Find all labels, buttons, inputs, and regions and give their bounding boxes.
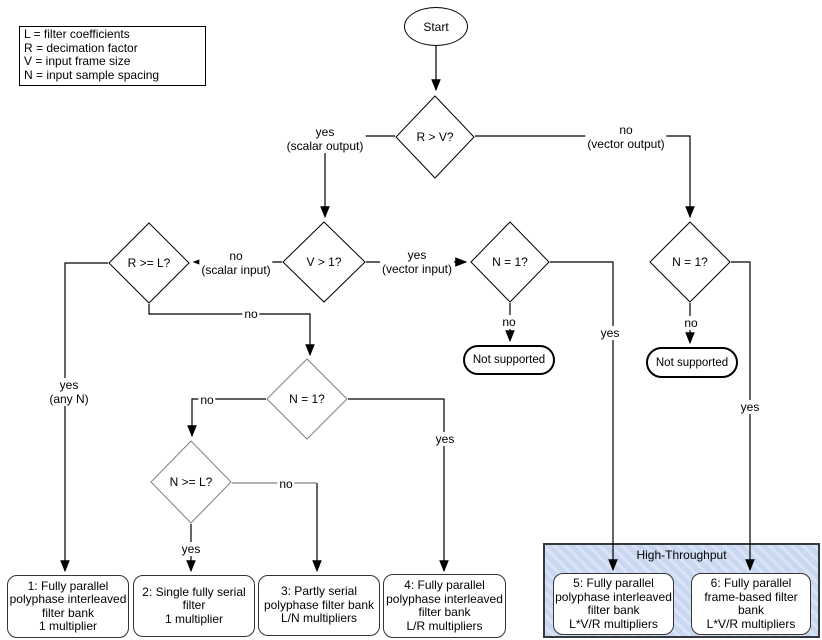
decision-v-gt-1: V > 1? (282, 221, 366, 303)
edge-n1mid-yes (550, 261, 618, 572)
diamond-shape (266, 358, 348, 440)
edge-label-n1right-no: no (682, 316, 700, 330)
edge-label-rv-no: no (vector output) (585, 123, 667, 151)
decision-n-gte-l-label: N >= L? (169, 475, 213, 489)
edge-rv-no (475, 135, 695, 219)
edge-label-nllow-no: no (277, 477, 295, 491)
edge-n1low-no (187, 398, 266, 438)
edge-label-rl-no: no (242, 307, 260, 321)
decision-r-gt-v: R > V? (395, 95, 475, 179)
edge-rl-yes (60, 262, 108, 573)
edge-rl-no (148, 304, 315, 357)
result-box-2: 2: Single fully serial filter 1 multipli… (133, 575, 255, 637)
edge-n1right-yes (731, 261, 755, 572)
decision-n-eq-1-mid: N = 1? (470, 221, 550, 303)
legend-line-r: R = decimation factor (24, 40, 138, 55)
edge-label-rl-yes: yes (any N) (47, 378, 91, 406)
terminal-not-supported-mid: Not supported (463, 345, 555, 375)
decision-n-eq-1-mid-label: N = 1? (492, 255, 528, 269)
diamond-shape (649, 221, 731, 303)
legend-line-n: N = input sample spacing (24, 67, 160, 82)
decision-r-gte-l-label: R >= L? (127, 256, 171, 270)
terminal-not-supported-right: Not supported (646, 347, 738, 378)
diamond-shape (395, 95, 475, 179)
decision-r-gte-l: R >= L? (108, 222, 190, 304)
decision-n-eq-1-right: N = 1? (649, 221, 731, 303)
decision-n-eq-1-lower-label: N = 1? (289, 392, 325, 406)
diamond-shape (282, 221, 366, 303)
decision-n-eq-1-right-label: N = 1? (672, 255, 708, 269)
terminal-not-supported-mid-label: Not supported (472, 354, 546, 366)
edge-label-n1right-yes: yes (738, 400, 762, 414)
edge-label-n1mid-no: no (500, 315, 518, 329)
legend: L = filter coefficients R = decimation f… (19, 26, 206, 86)
decision-r-gt-v-label: R > V? (416, 130, 454, 144)
diamond-shape (150, 440, 232, 524)
legend-line-v: V = input frame size (24, 54, 131, 68)
edge-n1low-yes (348, 398, 449, 573)
result-box-1: 1: Fully parallel polyphase interleaved … (7, 575, 129, 638)
start-node: Start (404, 7, 468, 46)
result-box-4: 4: Fully parallel polyphase interleaved … (383, 574, 506, 638)
result-box-3: 3: Partly serial polyphase filter bank L… (258, 575, 380, 636)
edge-label-nllow-yes: yes (179, 542, 203, 556)
decision-n-gte-l: N >= L? (150, 440, 232, 524)
edge-label-n1mid-yes: yes (598, 326, 622, 340)
edge-label-n1low-yes: yes (433, 432, 457, 446)
diamond-shape (108, 222, 190, 304)
legend-line-l: L = filter coefficients (24, 27, 130, 41)
diamond-shape (470, 221, 550, 303)
decision-v-gt-1-label: V > 1? (306, 255, 342, 269)
edge-label-n1low-no: no (198, 393, 216, 407)
result-box-5: 5: Fully parallel polyphase interleaved … (553, 573, 674, 635)
result-box-6: 6: Fully parallel frame-based filter ban… (691, 573, 811, 635)
edge-label-v1-no: no (scalar input) (199, 249, 273, 277)
decision-n-eq-1-lower: N = 1? (266, 358, 348, 440)
high-throughput-title: High-Throughput (636, 548, 727, 562)
start-label: Start (423, 19, 449, 34)
edge-label-rv-yes: yes (scalar output) (284, 125, 366, 153)
terminal-not-supported-right-label: Not supported (655, 356, 729, 369)
edge-label-v1-yes: yes (vector input) (379, 248, 455, 276)
